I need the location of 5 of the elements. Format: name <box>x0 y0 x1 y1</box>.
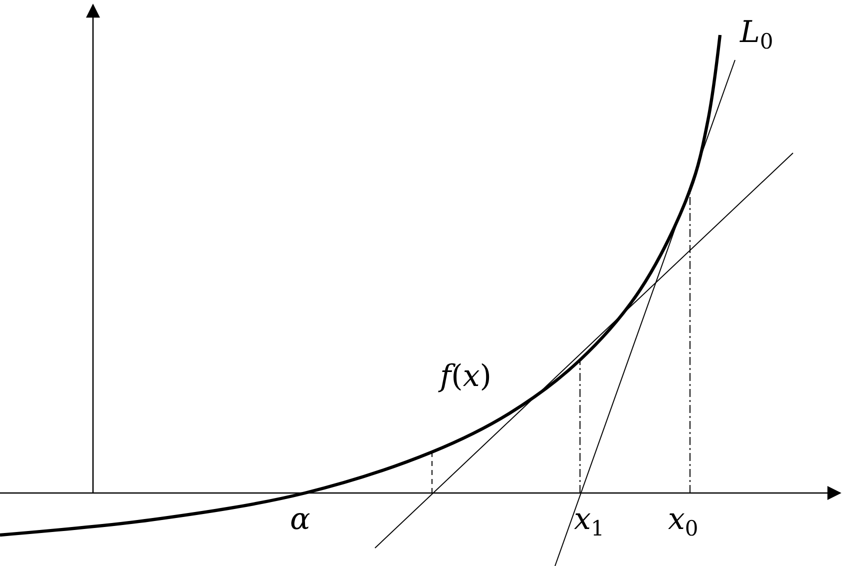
curve-label: f(x) <box>440 362 492 392</box>
tangent-label: L$_{0}$ <box>740 18 774 52</box>
tick-label: x$_{1}$ <box>574 505 604 540</box>
root-label: α <box>290 505 310 535</box>
tick-label: x$_{0}$ <box>668 505 698 540</box>
